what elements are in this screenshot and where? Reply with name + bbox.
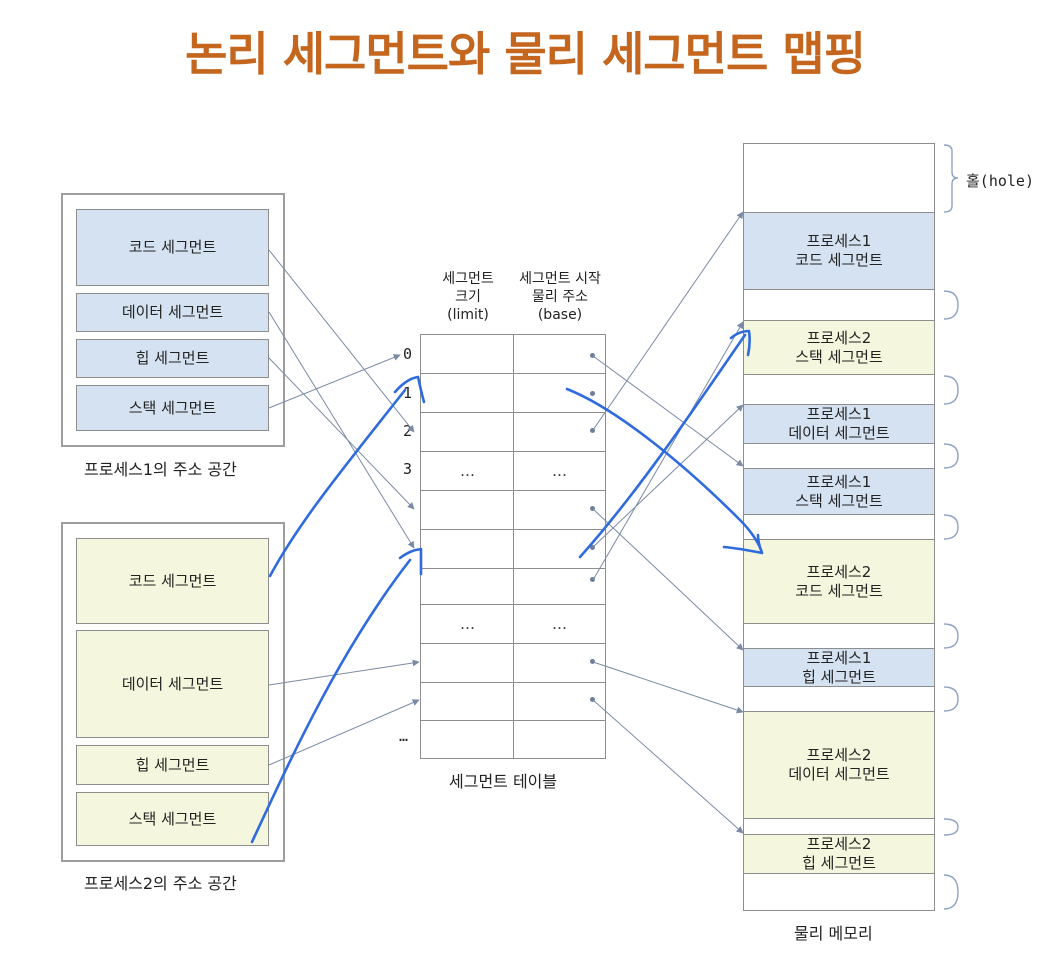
memory-block-p2-code: 프로세스2 코드 세그먼트 <box>743 539 935 624</box>
base-dot-8 <box>590 659 595 664</box>
p1-heap-to-row4 <box>268 357 415 510</box>
table-row-0-limit <box>420 334 515 374</box>
table-row-10-limit <box>420 720 515 759</box>
process1-data-segment: 데이터 세그먼트 <box>76 293 269 332</box>
hole-brace-6 <box>943 686 959 712</box>
process1-caption: 프로세스1의 주소 공간 <box>84 460 237 479</box>
p2-data-to-row8 <box>268 659 420 686</box>
annotation-row1-to-p2-code <box>565 387 764 555</box>
table-header-base: 세그먼트 시작 물리 주소 (base) <box>519 271 601 323</box>
row4-to-p1-heap <box>592 508 744 651</box>
process2-stack-segment: 스택 세그먼트 <box>76 792 269 846</box>
memory-block-p2-heap: 프로세스2 힙 세그먼트 <box>743 834 935 874</box>
annotation-p2-code-to-row1 <box>268 375 426 578</box>
memory-hole-6 <box>743 686 935 712</box>
table-header-limit: 세그먼트 크기 (limit) <box>442 271 494 323</box>
hole-brace-0 <box>943 144 959 213</box>
table-row-3-limit: … <box>420 451 515 491</box>
process1-heap-segment: 힙 세그먼트 <box>76 339 269 378</box>
process2-data-segment: 데이터 세그먼트 <box>76 630 269 738</box>
row5-to-p1-data <box>592 404 744 548</box>
base-dot-4 <box>590 506 595 511</box>
base-dot-1 <box>590 391 595 396</box>
p1-code-to-row2 <box>268 249 415 433</box>
table-row-8-limit <box>420 643 515 683</box>
physical-memory-caption: 물리 메모리 <box>794 924 873 943</box>
p2-heap-to-row9 <box>268 699 420 766</box>
process1-stack-segment: 스택 세그먼트 <box>76 385 269 431</box>
process2-heap-segment: 힙 세그먼트 <box>76 745 269 785</box>
table-row-6-base <box>513 568 606 608</box>
memory-hole-8 <box>743 873 935 911</box>
table-row-3-base: … <box>513 451 606 491</box>
annotation-row5-to-p2-stack <box>578 329 751 559</box>
base-dot-2 <box>590 428 595 433</box>
page-title: 논리 세그먼트와 물리 세그먼트 맵핑 <box>185 27 866 81</box>
memory-block-p1-code: 프로세스1 코드 세그먼트 <box>743 212 935 290</box>
row2-to-p1-code <box>592 211 744 431</box>
memory-hole-3 <box>743 443 935 469</box>
memory-hole-0 <box>743 143 935 213</box>
base-dot-0 <box>590 353 595 358</box>
table-index-3: 3 <box>403 460 413 478</box>
annotation-p2-stack-to-row5 <box>250 547 423 844</box>
base-dot-6 <box>590 577 595 582</box>
table-index-0: 0 <box>403 345 413 363</box>
memory-block-p1-stack: 프로세스1 스택 세그먼트 <box>743 468 935 515</box>
process1-code-segment: 코드 세그먼트 <box>76 209 269 286</box>
memory-block-p2-data: 프로세스2 데이터 세그먼트 <box>743 711 935 819</box>
hole-brace-3 <box>943 443 959 469</box>
hole-brace-8 <box>943 874 959 910</box>
table-row-7-base: … <box>513 604 606 644</box>
p1-stack-to-row0 <box>268 354 401 409</box>
hole-label: 홀(hole) <box>966 172 1034 190</box>
hole-brace-7 <box>943 818 959 836</box>
base-dot-5 <box>590 545 595 550</box>
hole-braces <box>943 144 959 910</box>
row6-to-p2-stack <box>592 321 744 581</box>
memory-block-p1-data: 프로세스1 데이터 세그먼트 <box>743 404 935 444</box>
base-dot-9 <box>590 697 595 702</box>
hole-brace-4 <box>943 514 959 540</box>
row0-to-p1-stack <box>592 355 744 467</box>
hole-brace-1 <box>943 290 959 320</box>
memory-hole-4 <box>743 514 935 540</box>
memory-block-p2-stack: 프로세스2 스택 세그먼트 <box>743 320 935 375</box>
hole-brace-5 <box>943 623 959 649</box>
table-index-ellipsis: … <box>399 727 409 745</box>
segment-table-caption: 세그먼트 테이블 <box>449 772 558 791</box>
table-row-10-base <box>513 720 606 759</box>
hole-brace-2 <box>943 375 959 405</box>
table-row-9-limit <box>420 682 515 722</box>
row8-to-p2-data <box>592 661 744 714</box>
process2-code-segment: 코드 세그먼트 <box>76 538 269 624</box>
p1-data-to-row5 <box>268 311 415 549</box>
table-index-1: 1 <box>403 384 413 402</box>
row9-to-p2-heap <box>592 699 744 834</box>
process2-caption: 프로세스2의 주소 공간 <box>84 874 237 893</box>
